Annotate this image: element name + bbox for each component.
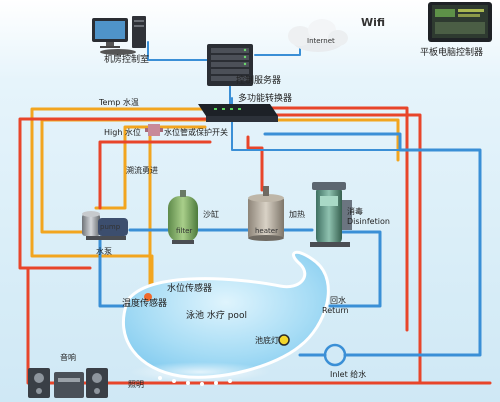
sand-filter-icon[interactable] <box>168 190 198 244</box>
pool-basin <box>122 250 330 382</box>
water-pipe-return <box>98 238 134 308</box>
water-pipe-dis <box>328 230 382 308</box>
water-pipe-inlet <box>263 132 482 357</box>
return-en-label: Return <box>322 306 349 315</box>
signal-line-temp <box>30 107 222 292</box>
wifi-label: Wifi <box>361 16 386 29</box>
water-level-sensor-label: 水位传感器 <box>167 284 213 294</box>
temp-sensor-icon <box>144 293 152 301</box>
power-line-main <box>18 117 238 270</box>
heating-label: 加热 <box>289 210 305 219</box>
disinfection-en-label: Disinfetion <box>347 217 390 226</box>
server-rack-icon[interactable] <box>207 44 253 86</box>
pool-light-icon[interactable] <box>278 334 290 346</box>
underwater-lights <box>158 376 232 386</box>
filter-body-label: filter <box>176 227 193 235</box>
tablet-controller-icon[interactable] <box>428 2 492 42</box>
power-line-pump <box>98 140 212 210</box>
temp-sensor-label: 温度传感器 <box>122 299 168 309</box>
power-line-right-1 <box>268 106 409 332</box>
heater-body-label: heater <box>255 227 278 235</box>
pool-name-label: 泳池 水疗 pool <box>186 311 247 321</box>
level-switch-label: 水位管或保护开关 <box>164 128 228 137</box>
tablet-label: 平板电脑控制器 <box>420 48 484 58</box>
internet-cloud-icon <box>288 19 348 52</box>
pool-light-label: 池底灯 <box>255 336 279 345</box>
internet-label: Internet <box>307 37 335 45</box>
inlet-pump-icon[interactable] <box>323 343 347 367</box>
sand-tank-label: 沙缸 <box>203 210 219 219</box>
signal-line-high <box>94 125 207 210</box>
pump-icon[interactable] <box>82 211 128 240</box>
temp-signal-label: Temp 水温 <box>99 98 139 107</box>
heater-icon[interactable] <box>248 186 284 241</box>
disinfection-unit-icon[interactable] <box>310 182 352 247</box>
pump-label: 水泵 <box>96 247 112 256</box>
converter-switch-icon[interactable] <box>198 104 278 122</box>
multi-converter-label: 多功能转换器 <box>238 94 293 104</box>
speaker-label: 音响 <box>60 353 76 362</box>
backwash-label: 溯流勇进 <box>126 166 158 175</box>
control-server-label: 控制服务器 <box>236 76 282 86</box>
computer-icon[interactable] <box>92 16 146 55</box>
speaker-system-icon[interactable] <box>28 368 108 398</box>
high-level-signal-label: High 水位 <box>104 128 141 137</box>
lighting-label: 照明 <box>128 380 144 389</box>
signal-line-disinfection <box>260 118 400 162</box>
return-cn-label: 回水 <box>330 296 346 305</box>
inlet-label: Inlet 给水 <box>330 370 367 379</box>
disinfection-cn-label: 消毒 <box>347 207 363 216</box>
level-switch-icon <box>145 124 163 136</box>
water-pipe-room <box>147 41 209 61</box>
pump-body-label: pump <box>100 223 121 231</box>
power-line-heater <box>246 135 264 192</box>
computer-room-label: 机房控制室 <box>104 55 150 65</box>
